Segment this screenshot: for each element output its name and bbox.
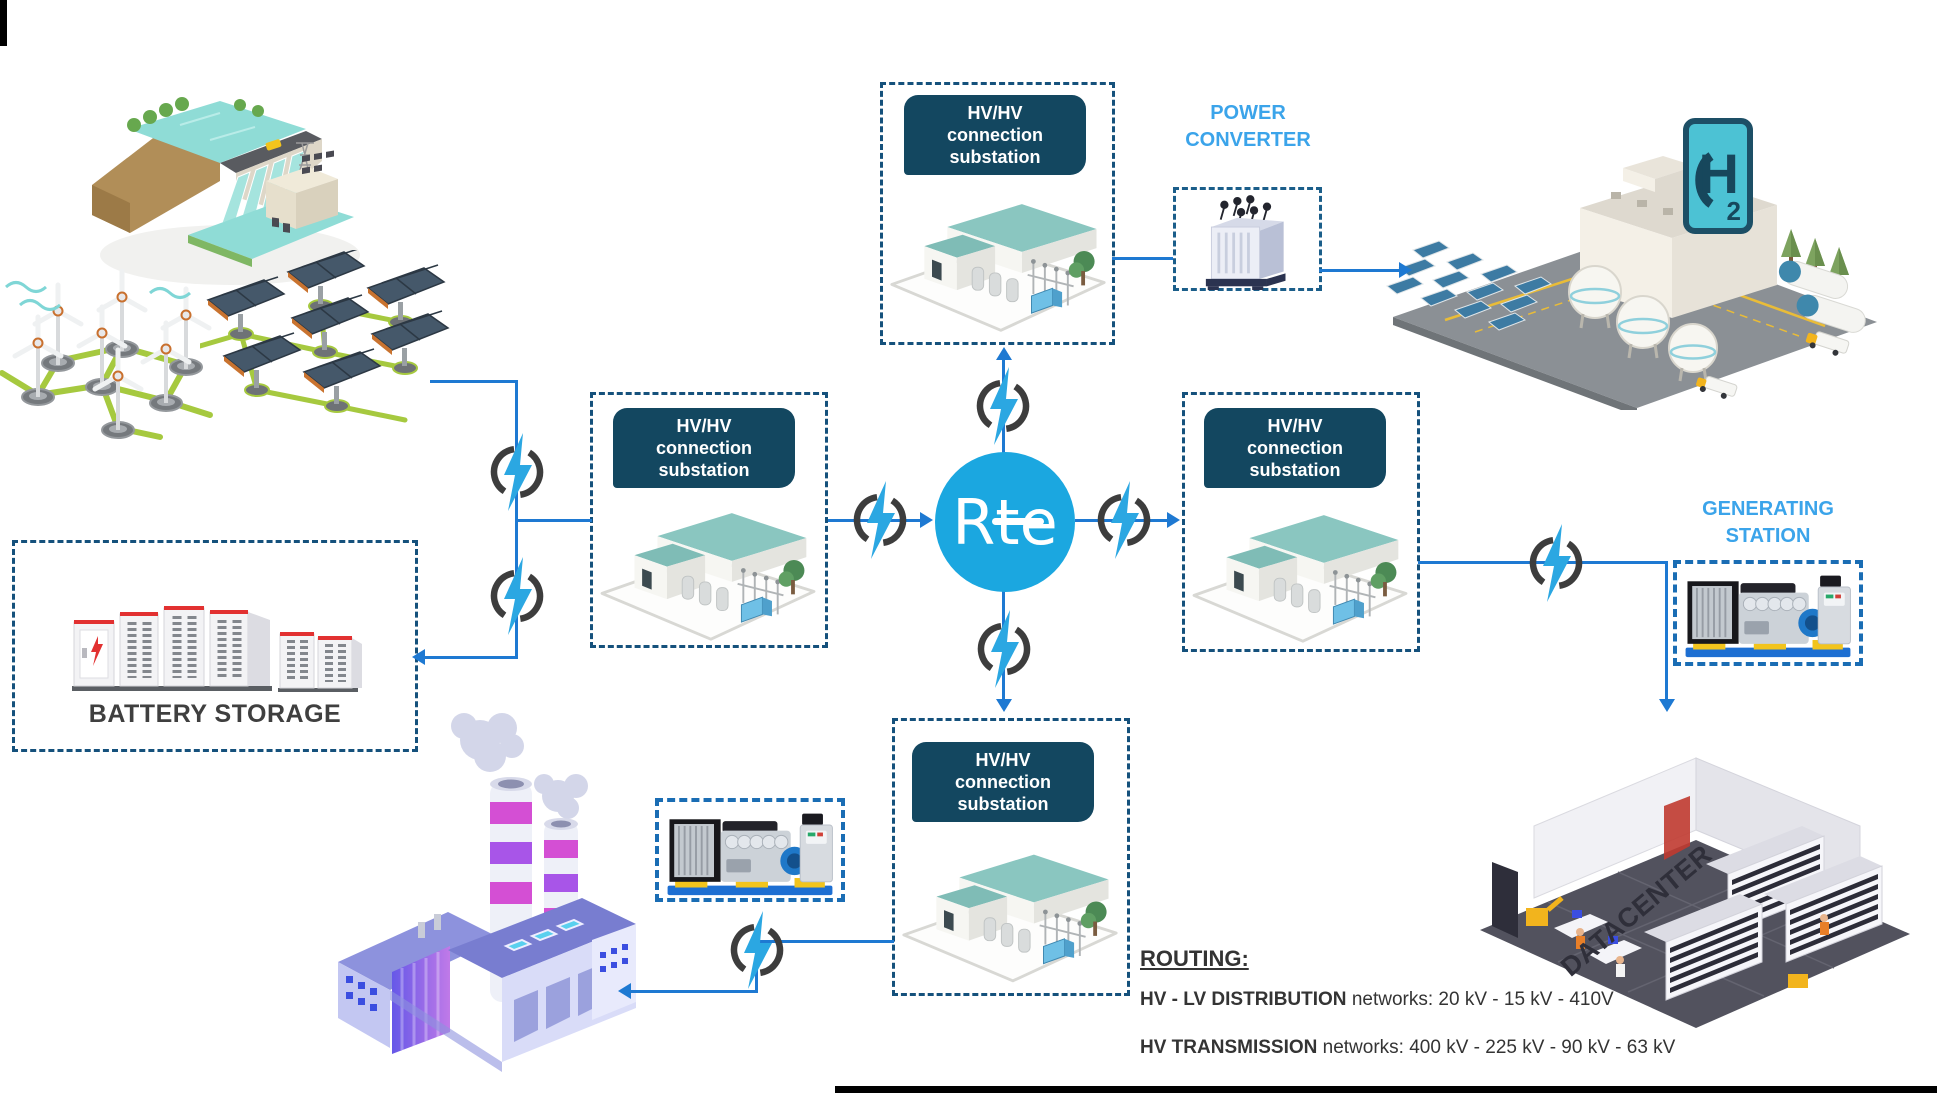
- substation-illustration-left: [598, 496, 818, 644]
- substation-label-left: HV/HV connection substation: [613, 408, 795, 488]
- arrow-into-rte: [920, 512, 933, 528]
- h2-badge-icon: H 2: [1683, 118, 1753, 234]
- generating-station-box: [1673, 560, 1863, 666]
- lightning-icon: [729, 911, 785, 989]
- arrow-into-datacenter: [1659, 699, 1675, 712]
- rte-logo: Rte: [935, 452, 1075, 592]
- arrow-into-h2-plant: [1399, 262, 1412, 278]
- substation-box-top: [880, 82, 1115, 345]
- datacenter-illustration: [1468, 722, 1923, 1090]
- lightning-icon: [1528, 524, 1584, 602]
- power-converter-label: POWER CONVERTER: [1185, 102, 1311, 151]
- lightning-icon: [975, 367, 1031, 445]
- h2-letter: H: [1698, 142, 1739, 205]
- connector-solar: [430, 380, 518, 383]
- substation-illustration-top: [888, 185, 1108, 337]
- arrow-into-battery: [412, 649, 425, 665]
- lightning-icon: [976, 610, 1032, 688]
- battery-storage-illustration: [60, 578, 365, 698]
- connector-converter-h2: [1319, 269, 1403, 272]
- arrow-into-top-substation: [996, 347, 1012, 360]
- generator-illustration: [660, 804, 840, 899]
- generating-station-label: GENERATING STATION: [1702, 498, 1834, 547]
- routing-legend: ROUTING: HV - LV DISTRIBUTION networks: …: [1140, 946, 1720, 1059]
- routing-line-distribution: HV - LV DISTRIBUTION networks: 20 kV - 1…: [1140, 989, 1614, 1010]
- connector-topsub-converter: [1112, 257, 1173, 260]
- routing-line-transmission: HV TRANSMISSION networks: 400 kV - 225 k…: [1140, 1037, 1676, 1058]
- lightning-icon: [1096, 481, 1152, 559]
- solar-farm-illustration: [200, 250, 485, 450]
- arrow-into-factory: [618, 983, 631, 999]
- page-bottom-bar: [835, 1086, 1937, 1093]
- wind-farm-illustration: [0, 265, 215, 450]
- substation-illustration-bottom: [900, 834, 1120, 989]
- h2-subscript: 2: [1726, 196, 1741, 226]
- h2-bracket-glyph: [1695, 152, 1714, 208]
- routing-heading: ROUTING:: [1140, 946, 1249, 971]
- substation-label-bottom: HV/HV connection substation: [912, 742, 1094, 822]
- lightning-icon: [489, 557, 545, 635]
- connector-to-datacenter: [1665, 561, 1668, 701]
- connector-to-factory: [630, 990, 757, 993]
- hydrogen-plant-illustration: [1385, 80, 1890, 410]
- battery-storage-label: BATTERY STORAGE: [88, 700, 342, 728]
- connector-to-left-substation: [517, 519, 592, 522]
- lightning-icon: [489, 433, 545, 511]
- substation-box-bottom: [892, 718, 1130, 996]
- substation-illustration-right: [1190, 498, 1410, 646]
- arrow-into-right-substation: [1167, 512, 1180, 528]
- hydro-dam-illustration: [70, 85, 380, 300]
- generator-box: [655, 798, 845, 902]
- battery-storage-box: [12, 540, 418, 752]
- connector-renewables-vertical: [515, 380, 518, 659]
- power-converter-illustration: [1188, 190, 1308, 290]
- connector-bottomsub-bolt: [760, 940, 894, 943]
- substation-box-right: [1182, 392, 1420, 652]
- factory-illustration: [330, 700, 645, 1085]
- connector-to-battery: [424, 656, 517, 659]
- generating-station-illustration: [1678, 566, 1858, 661]
- substation-label-top: HV/HV connection substation: [904, 95, 1086, 175]
- substation-label-right: HV/HV connection substation: [1204, 408, 1386, 488]
- lightning-icon: [852, 481, 908, 559]
- page-edge-artifact: [0, 0, 7, 46]
- power-converter-box: [1173, 187, 1322, 291]
- connector-rightsub-genstation: [1418, 561, 1668, 564]
- arrow-into-bottom-substation: [996, 699, 1012, 712]
